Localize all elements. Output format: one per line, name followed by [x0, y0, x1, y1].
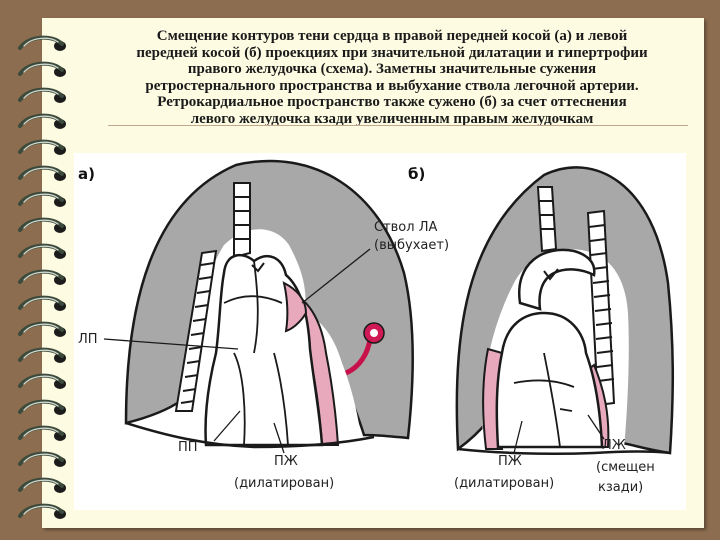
panel-b-aortic-arch [517, 248, 596, 311]
binding-ring [18, 61, 66, 77]
panel-b-label-lv-3: кзади) [598, 480, 643, 495]
panel-b-label-rv-1: ПЖ [498, 454, 522, 469]
caption-line-1: Смещение контуров тени сердца в правой п… [156, 28, 628, 44]
panel-a-label-pa-trunk-1: Ствол ЛА [374, 220, 437, 235]
binding-ring [18, 191, 66, 207]
panel-a-label-la: ЛП [78, 332, 98, 347]
binding-ring [18, 373, 66, 389]
panel-b-label-rv-2: (дилатирован) [454, 476, 554, 491]
panel-a-trachea [233, 182, 251, 259]
panel-b-leader-lv [587, 414, 605, 440]
binding-ring [18, 451, 66, 467]
panel-a-leader-ra [213, 410, 241, 442]
panel-b-vessel-mark [543, 268, 559, 281]
panel-b: б) [408, 165, 675, 495]
binding-ring [18, 295, 66, 311]
panel-b-spine [586, 209, 616, 407]
panel-b-chamber-lines [513, 352, 575, 448]
panel-a-leader-pa [301, 248, 371, 304]
binding-ring [18, 87, 66, 103]
panel-a-chamber-lines [223, 260, 289, 446]
caption-divider [108, 125, 688, 126]
caption-line-4: ретростернального пространства и выбухан… [145, 77, 639, 94]
panel-a-label-rv-2: (дилатирован) [234, 476, 334, 491]
binding-ring [18, 165, 66, 181]
panel-a-letter: а) [78, 165, 95, 183]
panel-a-vessel-mark [251, 262, 265, 273]
binding-ring [18, 503, 66, 519]
caption-line-5: Ретрокардиальное пространство также суже… [157, 94, 627, 111]
binding-ring [18, 269, 66, 285]
binding-ring [18, 35, 66, 51]
panel-a-label-ra: ПП [178, 440, 198, 455]
panel-b-label-lv-2: (смещен [596, 460, 655, 475]
panel-a-leader-la [103, 338, 239, 350]
slide-caption: Смещение контуров тени сердца в правой п… [84, 28, 700, 128]
binding-ring [18, 113, 66, 129]
panel-a-red-balloon [344, 322, 385, 376]
figure-canvas: а) [78, 159, 675, 495]
binding-ring [18, 217, 66, 233]
binding-ring [18, 399, 66, 415]
caption-line-3: правого желудочка (схема). Заметны значи… [187, 61, 597, 78]
panel-b-diaphragm [457, 447, 671, 456]
notebook-rings [18, 35, 66, 519]
heart-schema-figure: а) [74, 153, 686, 510]
binding-ring [18, 321, 66, 337]
panel-a: а) [78, 159, 449, 491]
panel-a-diaphragm [125, 421, 375, 449]
panel-a-pa-bulge [282, 281, 308, 333]
binding-ring [18, 425, 66, 441]
panel-b-label-lv-1: ЛЖ [602, 438, 626, 453]
panel-b-trachea [536, 186, 558, 253]
panel-b-letter: б) [408, 165, 425, 183]
panel-a-leader-rv [273, 422, 285, 454]
binding-ring [18, 347, 66, 363]
binding-ring [18, 477, 66, 493]
panel-a-spine [174, 249, 218, 412]
caption-line-2: передней косой (б) проекциях при значите… [136, 44, 648, 61]
panel-a-label-pa-trunk-2: (выбухает) [374, 238, 449, 253]
panel-b-leader-rv [513, 420, 523, 454]
panel-a-label-rv-1: ПЖ [274, 454, 298, 469]
binding-ring [18, 139, 66, 155]
caption-line-6: левого желудочка кзади увеличенным правы… [190, 110, 594, 127]
binding-ring [18, 243, 66, 259]
